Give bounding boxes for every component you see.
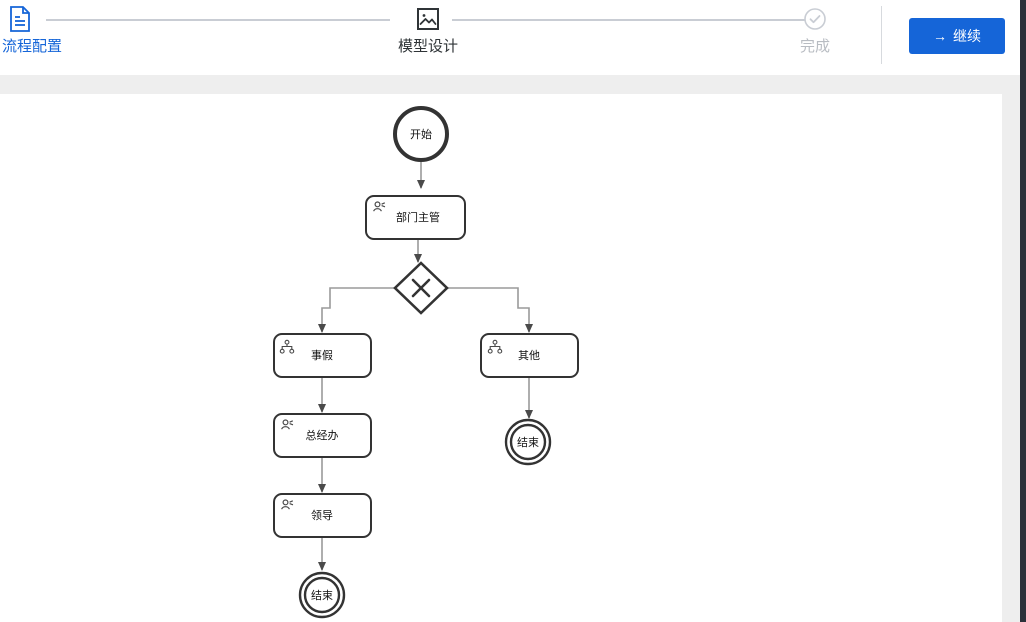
task-shape[interactable] [365,195,466,240]
continue-button[interactable]: → 继续 [909,18,1005,54]
edge-gateway1-task3 [446,287,533,333]
node-exclusive-gateway[interactable] [393,261,449,315]
canvas-top-strip [0,75,1020,94]
diagram-canvas[interactable]: 开始 部门主管 [0,94,1002,622]
step-item-model-design[interactable]: 模型设计 [398,0,458,56]
canvas-scrollbar-track[interactable] [1002,94,1020,622]
document-icon [8,4,32,34]
task-label: 部门主管 [396,210,440,224]
user-icon [373,201,386,212]
step-item-finish[interactable]: 完成 [800,0,830,56]
start-event-label: 开始 [410,127,432,141]
end-event-label: 结束 [517,436,539,449]
end-event-inner [509,423,547,461]
image-icon [416,4,440,34]
task-label: 领导 [311,509,333,522]
wizard-header: 流程配置 模型设计 [0,0,1020,72]
end-event-inner [303,576,341,614]
task-shape[interactable] [273,413,372,458]
node-task-leader[interactable]: 领导 [273,493,372,538]
step-label-finish: 完成 [800,38,831,55]
edge-layer [318,162,533,571]
hierarchy-icon [279,339,295,354]
task-label: 事假 [311,348,333,362]
task-label: 总经办 [306,428,339,442]
node-task-department-manager[interactable]: 部门主管 [365,195,466,240]
node-task-personal-leave[interactable]: 事假 [273,333,372,378]
node-end-event-left[interactable]: 结束 [298,571,346,619]
step-label-model-design: 模型设计 [398,38,459,55]
continue-button-label: 继续 [953,28,981,44]
step-indicator: 流程配置 模型设计 [0,0,880,72]
page-scrollbar-thumb[interactable] [1020,0,1026,622]
end-event-outer[interactable] [298,571,346,619]
flowchart-svg[interactable]: 开始 部门主管 [0,94,1002,622]
task-shape[interactable] [480,333,579,378]
hierarchy-icon [487,339,503,354]
step-rail-1 [46,19,390,21]
step-rail-2 [452,19,810,21]
edge-gateway1-task2 [318,287,396,333]
user-icon [281,499,294,510]
node-task-other[interactable]: 其他 [480,333,579,378]
task-shape[interactable] [273,333,372,378]
step-item-process-config[interactable]: 流程配置 [2,0,62,56]
end-event-label: 结束 [311,589,333,602]
node-end-event-right[interactable]: 结束 [504,418,552,466]
task-label: 其他 [518,349,540,362]
start-event-shape[interactable] [393,106,449,162]
user-icon [281,419,294,430]
x-icon [411,278,431,298]
header-divider [881,6,882,64]
arrow-right-icon: → [933,28,947,44]
node-start-event[interactable]: 开始 [393,106,449,162]
task-shape[interactable] [273,493,372,538]
check-circle-icon [803,4,827,34]
step-label-process-config: 流程配置 [2,38,63,55]
end-event-outer[interactable] [504,418,552,466]
node-task-general-office[interactable]: 总经办 [273,413,372,458]
